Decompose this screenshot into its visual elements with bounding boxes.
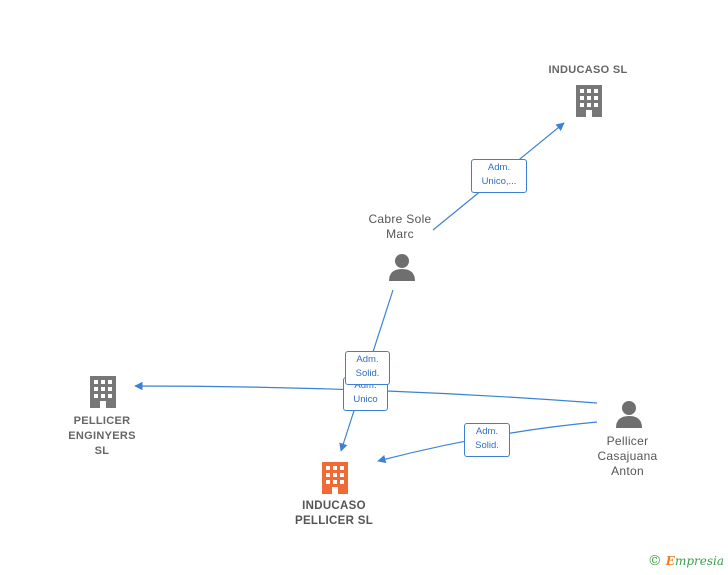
edge-label-line: Adm.: [487, 162, 511, 173]
person-icon[interactable]: [389, 254, 415, 281]
label-line: Marc: [386, 227, 414, 241]
label-line: PELLICER SL: [294, 515, 374, 527]
node-label-pellicer-casajuana-anton[interactable]: Pellicer Casajuana Anton: [580, 434, 675, 479]
label-line: Casajuana: [597, 449, 658, 463]
edge-label-line: Solid.: [475, 440, 499, 451]
edge-label-adm-solid-cabre[interactable]: Adm. Solid.: [345, 351, 390, 385]
copyright-symbol: ©: [647, 553, 662, 569]
label-line: ENGINYERS: [68, 430, 136, 442]
label-line: Cabre Sole: [368, 212, 432, 226]
building-icon[interactable]: [576, 85, 602, 117]
edge-label-line: Unico,...: [481, 176, 517, 187]
label-line: INDUCASO SL: [548, 64, 628, 76]
empresia-logo: © Empresia: [648, 553, 724, 569]
label-line: Pellicer: [606, 434, 649, 448]
edge-label-line: Adm.: [475, 426, 499, 437]
node-label-inducaso-sl[interactable]: INDUCASO SL: [530, 63, 646, 78]
person-icon[interactable]: [616, 401, 642, 428]
label-line: INDUCASO: [302, 500, 366, 512]
edge-label-line: Adm.: [356, 354, 379, 365]
edge-label-line: Adm.: [354, 380, 377, 391]
edge-label-adm-unico-inducaso[interactable]: Adm. Unico,...: [471, 159, 527, 193]
building-icon-main[interactable]: [322, 462, 348, 494]
label-line: Anton: [611, 464, 644, 478]
label-line: PELLICER: [73, 415, 131, 427]
building-icon[interactable]: [90, 376, 116, 408]
node-label-cabre-sole-marc[interactable]: Cabre Sole Marc: [350, 212, 450, 242]
brand-name: Empresia: [665, 554, 724, 568]
label-line: SL: [94, 445, 110, 457]
edge-label-adm-solid-anton[interactable]: Adm. Solid.: [464, 423, 510, 457]
node-label-pellicer-enginyers[interactable]: PELLICER ENGINYERS SL: [52, 414, 152, 459]
node-label-inducaso-pellicer[interactable]: INDUCASO PELLICER SL: [278, 499, 390, 529]
edge-label-line: Solid.: [355, 368, 380, 379]
edge-label-line: Unico: [353, 394, 378, 405]
